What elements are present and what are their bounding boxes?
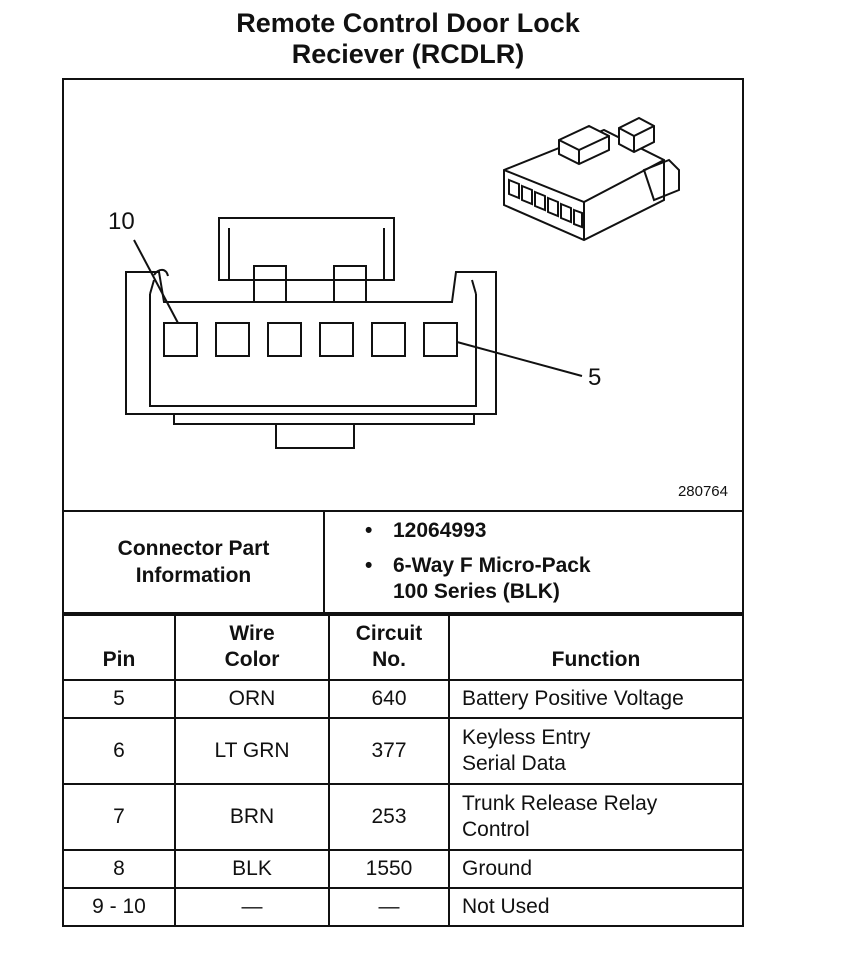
wire-cell: — [174,887,330,927]
table-row: 5 ORN 640 Battery Positive Voltage [62,679,744,719]
pin-cell: 5 [62,679,176,719]
table-row: 9 - 10 — — Not Used [62,887,744,927]
table-row: 7 BRN 253 Trunk Release Relay Control [62,783,744,851]
title-line-1: Remote Control Door Lock [236,8,580,38]
pin-label-10: 10 [108,208,135,235]
table-row: 6 LT GRN 377 Keyless Entry Serial Data [62,717,744,785]
bullet-icon: • [365,554,373,577]
title-line-2: Reciever (RCDLR) [291,39,525,69]
function-line-2: Control [462,818,530,841]
function-cell: Battery Positive Voltage [448,679,744,719]
function-cell: Not Used [448,887,744,927]
description-line-2: 100 Series (BLK) [393,580,560,603]
function-line-1: Battery Positive Voltage [462,687,684,710]
bullet-icon: • [365,519,373,542]
connector-part-info: Connector Part Information • 12064993 • … [62,512,744,614]
header-wire-color: Wire Color [174,614,330,681]
pin-label-5: 5 [588,364,602,391]
connector-face-drawing [125,116,680,449]
cavity-row [163,322,458,357]
table-header-row: Pin Wire Color Circuit No. Function [62,614,744,681]
diagram-title: Remote Control Door Lock Reciever (RCDLR… [0,8,816,70]
cavity-5 [423,322,458,357]
connector-info-label: Connector Part Information [64,512,325,612]
pin-cell: 7 [62,783,176,851]
circuit-cell: 377 [328,717,450,785]
cavity-7 [319,322,354,357]
part-number-item: • 12064993 [365,518,742,544]
wire-cell: BRN [174,783,330,851]
pin-cell: 6 [62,717,176,785]
header-function: Function [448,614,744,681]
connector-face [125,217,497,449]
cavity-9 [215,322,250,357]
function-line-2: Serial Data [462,752,566,775]
function-line-1: Ground [462,857,533,880]
header-circuit-line-1: Circuit [355,622,423,645]
circuit-cell: — [328,887,450,927]
connector-3d-illustration [503,116,680,242]
header-wire-line-1: Wire [229,622,275,645]
pin-cell: 9 - 10 [62,887,176,927]
cavity-6 [371,322,406,357]
cavity-10 [163,322,198,357]
cavity-8 [267,322,302,357]
wire-cell: BLK [174,849,330,889]
function-line-1: Not Used [462,895,550,918]
part-number: 12064993 [393,519,487,542]
pin-cell: 8 [62,849,176,889]
header-wire-line-2: Color [224,648,280,671]
description-item: • 6-Way F Micro-Pack 100 Series (BLK) [365,553,742,605]
wire-cell: ORN [174,679,330,719]
function-cell: Trunk Release Relay Control [448,783,744,851]
function-cell: Ground [448,849,744,889]
function-cell: Keyless Entry Serial Data [448,717,744,785]
figure-number: 280764 [677,483,728,500]
header-circuit: Circuit No. [328,614,450,681]
description-line-1: 6-Way F Micro-Pack [393,554,591,577]
function-line-1: Keyless Entry [462,726,591,749]
function-line-1: Trunk Release Relay [462,792,658,815]
header-pin: Pin [62,614,176,681]
circuit-cell: 1550 [328,849,450,889]
leader-line-5 [456,341,583,377]
circuit-cell: 253 [328,783,450,851]
table-row: 8 BLK 1550 Ground [62,849,744,889]
connector-drawing-frame: 10 5 280764 [62,78,744,512]
header-circuit-line-2: No. [372,648,406,671]
circuit-cell: 640 [328,679,450,719]
connector-info-details: • 12064993 • 6-Way F Micro-Pack 100 Seri… [325,512,742,612]
leader-line-10 [133,239,179,324]
wire-cell: LT GRN [174,717,330,785]
pinout-table: Pin Wire Color Circuit No. Function 5 OR… [62,614,744,927]
